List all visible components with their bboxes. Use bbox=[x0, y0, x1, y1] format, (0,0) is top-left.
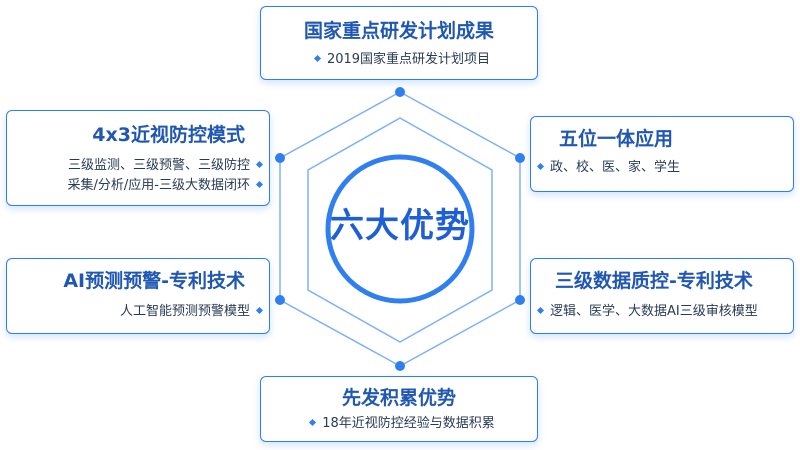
card-line-text: 三级监测、三级预警、三级防控 bbox=[67, 158, 250, 173]
center-label: 六大优势 bbox=[330, 206, 470, 246]
center-ring bbox=[325, 154, 475, 304]
diamond-bullet-icon bbox=[313, 54, 321, 63]
vertex-dot-upper-right bbox=[515, 153, 525, 163]
card-line: 逻辑、医学、大数据AI三级审核模型 bbox=[531, 303, 793, 321]
vertex-dot-lower-left bbox=[275, 295, 285, 305]
vertex-dot-bottom bbox=[395, 361, 405, 371]
vertex-dots bbox=[275, 87, 525, 371]
card-line: 18年近视防控经验与数据积累 bbox=[261, 415, 537, 433]
card-line-text: 18年近视防控经验与数据积累 bbox=[322, 416, 495, 431]
card-line: 政、校、医、家、学生 bbox=[531, 159, 793, 177]
card-line: 2019国家重点研发计划项目 bbox=[261, 51, 537, 69]
card-4x3-mode: 4x3近视防控模式 三级监测、三级预警、三级防控 采集/分析/应用-三级大数据闭… bbox=[6, 110, 270, 206]
card-title: 先发积累优势 bbox=[341, 387, 456, 409]
card-national-project: 国家重点研发计划成果 2019国家重点研发计划项目 bbox=[260, 6, 538, 80]
card-title: 国家重点研发计划成果 bbox=[303, 20, 494, 42]
card-line-text: 2019国家重点研发计划项目 bbox=[326, 52, 491, 67]
card-five-in-one: 五位一体应用 政、校、医、家、学生 bbox=[530, 116, 794, 192]
diamond-bullet-icon bbox=[255, 180, 264, 189]
diamond-bullet-icon bbox=[255, 306, 264, 315]
diamond-bullet-icon bbox=[255, 160, 264, 169]
card-title: 五位一体应用 bbox=[559, 128, 674, 150]
card-title: AI预测预警-专利技术 bbox=[63, 270, 245, 292]
card-line: 三级监测、三级预警、三级防控 bbox=[7, 157, 269, 175]
diamond-bullet-icon bbox=[309, 418, 317, 427]
vertex-dot-upper-left bbox=[275, 153, 285, 163]
card-line: 采集/分析/应用-三级大数据闭环 bbox=[7, 177, 269, 195]
inner-hexagon bbox=[307, 117, 493, 343]
card-first-mover: 先发积累优势 18年近视防控经验与数据积累 bbox=[260, 376, 538, 442]
vertex-dot-top bbox=[395, 87, 405, 97]
diamond-bullet-icon bbox=[536, 306, 545, 315]
card-line-text: 采集/分析/应用-三级大数据闭环 bbox=[67, 178, 250, 193]
card-ai-prediction: AI预测预警-专利技术 人工智能预测预警模型 bbox=[6, 258, 270, 334]
card-line: 人工智能预测预警模型 bbox=[7, 303, 269, 321]
vertex-dot-lower-right bbox=[515, 295, 525, 305]
card-data-quality: 三级数据质控-专利技术 逻辑、医学、大数据AI三级审核模型 bbox=[530, 258, 794, 334]
card-line-text: 逻辑、医学、大数据AI三级审核模型 bbox=[550, 304, 758, 319]
card-title: 三级数据质控-专利技术 bbox=[555, 270, 753, 292]
card-line-text: 政、校、医、家、学生 bbox=[550, 160, 681, 175]
diamond-bullet-icon bbox=[536, 162, 545, 171]
card-title: 4x3近视防控模式 bbox=[92, 124, 245, 146]
card-line-text: 人工智能预测预警模型 bbox=[119, 304, 250, 319]
